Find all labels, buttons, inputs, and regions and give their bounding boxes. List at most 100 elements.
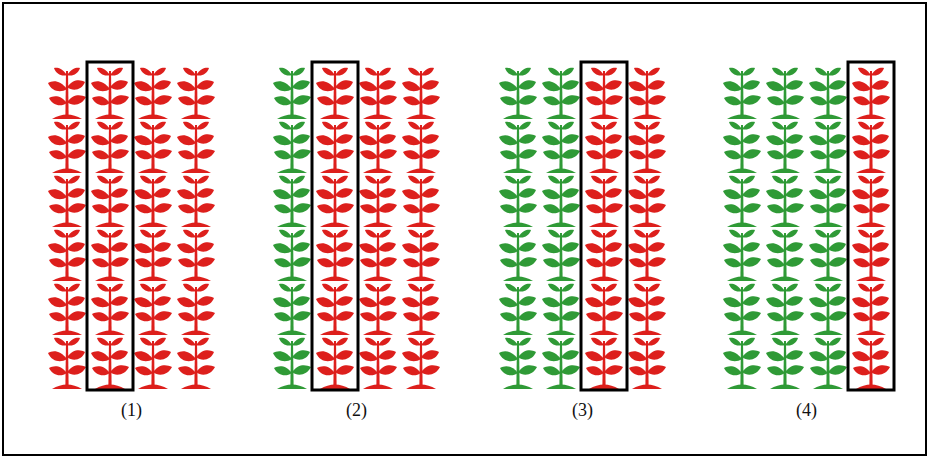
plant-icon bbox=[91, 338, 129, 389]
plant-icon bbox=[48, 68, 86, 119]
plant-icon bbox=[852, 230, 890, 281]
plant-icon bbox=[766, 122, 804, 173]
highlight-frame bbox=[848, 62, 894, 390]
plant-icon bbox=[134, 122, 172, 173]
plant-icon bbox=[585, 122, 623, 173]
plant-icon bbox=[809, 338, 847, 389]
panel-number: (4) bbox=[796, 400, 817, 421]
plant-icon bbox=[585, 284, 623, 335]
plant-icon bbox=[402, 230, 440, 281]
plant-icon bbox=[402, 284, 440, 335]
plant-icon bbox=[359, 68, 397, 119]
plant-icon bbox=[316, 230, 354, 281]
plant-icon bbox=[402, 176, 440, 227]
plant-icon bbox=[402, 68, 440, 119]
plant-icon bbox=[48, 122, 86, 173]
plant-icon bbox=[499, 284, 537, 335]
plant-icon bbox=[177, 284, 215, 335]
plant-icon bbox=[852, 176, 890, 227]
plant-icon bbox=[359, 230, 397, 281]
plant-icon bbox=[723, 122, 761, 173]
plant-icon bbox=[542, 68, 580, 119]
plant-icon bbox=[273, 230, 311, 281]
plant-icon bbox=[316, 176, 354, 227]
plant-icon bbox=[316, 68, 354, 119]
plant-icon bbox=[585, 68, 623, 119]
plant-icon bbox=[585, 338, 623, 389]
plant-icon bbox=[273, 284, 311, 335]
plant-icon bbox=[134, 284, 172, 335]
plant-icon bbox=[723, 230, 761, 281]
plant-icon bbox=[402, 338, 440, 389]
plant-icon bbox=[542, 230, 580, 281]
plant-icon bbox=[359, 338, 397, 389]
plant-icon bbox=[852, 338, 890, 389]
plant-icon bbox=[499, 338, 537, 389]
plant-icon bbox=[316, 338, 354, 389]
plant-icon bbox=[177, 338, 215, 389]
plant-icon bbox=[542, 284, 580, 335]
panel-number: (3) bbox=[572, 400, 593, 421]
plant-icon bbox=[809, 284, 847, 335]
panel-number: (2) bbox=[346, 400, 367, 421]
plant-icon bbox=[273, 176, 311, 227]
plant-icon bbox=[273, 338, 311, 389]
plant-icon bbox=[542, 122, 580, 173]
outer-frame bbox=[3, 3, 926, 455]
plant-icon bbox=[585, 176, 623, 227]
plant-icon bbox=[809, 122, 847, 173]
plant-icon bbox=[628, 338, 666, 389]
plant-icon bbox=[177, 68, 215, 119]
panel-number: (1) bbox=[121, 400, 142, 421]
plant-icon bbox=[499, 122, 537, 173]
plant-icon bbox=[766, 338, 804, 389]
highlight-frame bbox=[312, 62, 358, 390]
highlight-frame bbox=[581, 62, 627, 390]
plant-icon bbox=[766, 176, 804, 227]
plant-icon bbox=[628, 230, 666, 281]
plant-icon bbox=[273, 68, 311, 119]
plant-icon bbox=[499, 230, 537, 281]
plant-icon bbox=[91, 176, 129, 227]
plant-icon bbox=[48, 176, 86, 227]
highlight-frame bbox=[87, 62, 133, 390]
plant-icon bbox=[542, 176, 580, 227]
plant-icon bbox=[766, 230, 804, 281]
plant-icon bbox=[628, 284, 666, 335]
plant-icon bbox=[499, 176, 537, 227]
plant-icon bbox=[628, 68, 666, 119]
plant-icon bbox=[134, 68, 172, 119]
plant-icon bbox=[48, 338, 86, 389]
plant-icon bbox=[134, 176, 172, 227]
plant-icon bbox=[852, 68, 890, 119]
plant-icon bbox=[723, 338, 761, 389]
plant-icon bbox=[48, 230, 86, 281]
plant-icon bbox=[359, 284, 397, 335]
plant-icon bbox=[316, 122, 354, 173]
plant-icon bbox=[766, 68, 804, 119]
plant-icon bbox=[499, 68, 537, 119]
plant-icon bbox=[809, 230, 847, 281]
plant-icon bbox=[177, 122, 215, 173]
plant-icon bbox=[273, 122, 311, 173]
plant-icon bbox=[852, 284, 890, 335]
plant-icon bbox=[585, 230, 623, 281]
plant-icon bbox=[177, 176, 215, 227]
plant-icon bbox=[542, 338, 580, 389]
plant-icon bbox=[91, 122, 129, 173]
plant-icon bbox=[852, 122, 890, 173]
plant-icon bbox=[91, 230, 129, 281]
plant-icon bbox=[809, 68, 847, 119]
plant-icon bbox=[723, 284, 761, 335]
plant-icon bbox=[134, 338, 172, 389]
plant-icon bbox=[766, 284, 804, 335]
plant-icon bbox=[91, 68, 129, 119]
plant-icon bbox=[723, 68, 761, 119]
plant-icon bbox=[177, 230, 215, 281]
plant-icon bbox=[402, 122, 440, 173]
plant-icon bbox=[316, 284, 354, 335]
plant-icon bbox=[723, 176, 761, 227]
plant-icon bbox=[91, 284, 129, 335]
plant-icon bbox=[628, 176, 666, 227]
